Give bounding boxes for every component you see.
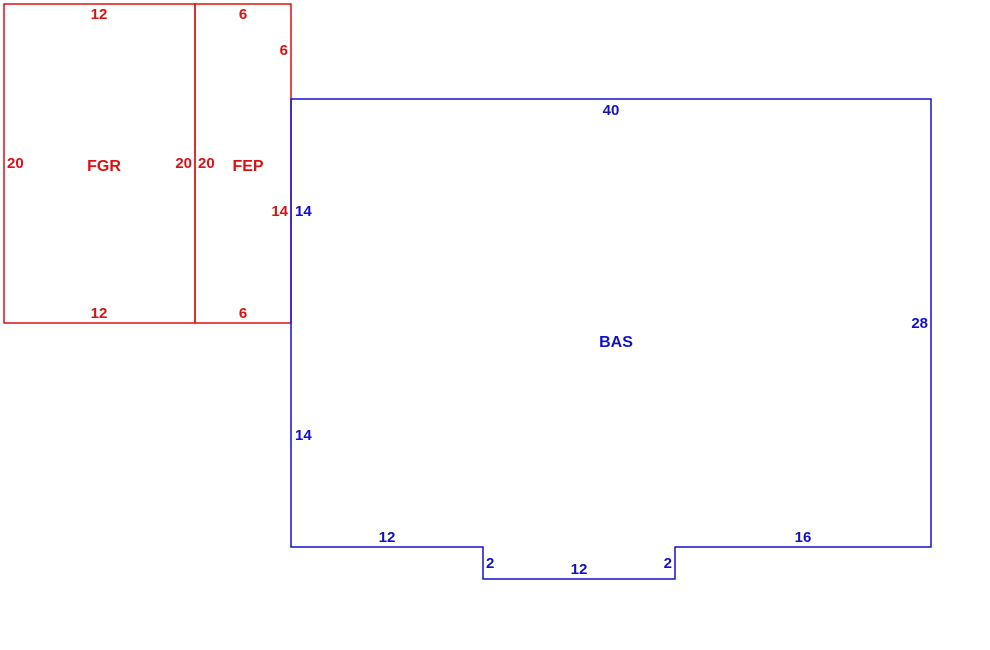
fgr-dim-right: 20: [175, 155, 192, 172]
area-fgr: FGR 12 12 20 20: [3, 3, 196, 324]
fep-dim-right-lower: 14: [271, 203, 288, 220]
bas-dim-top: 40: [603, 102, 620, 119]
fep-dim-bottom: 6: [239, 305, 247, 322]
bas-dim-left-lower: 14: [295, 427, 312, 444]
bas-label: BAS: [599, 334, 633, 351]
area-fep: FEP 6 6 20 14 6: [194, 3, 292, 324]
fep-dim-right-upper: 6: [280, 42, 288, 59]
fgr-label: FGR: [87, 158, 121, 175]
area-bas: BAS 40 14 14 28 12 2 12 2 16: [290, 98, 932, 580]
bas-outline: [290, 98, 932, 580]
bas-dim-right: 28: [911, 315, 928, 332]
fgr-dim-top: 12: [91, 6, 108, 23]
bas-dim-bottom-left: 12: [379, 529, 396, 546]
fep-label: FEP: [232, 158, 263, 175]
fep-dim-left: 20: [198, 155, 215, 172]
bas-dim-notch-left: 2: [486, 555, 494, 572]
fgr-dim-left: 20: [7, 155, 24, 172]
bas-dim-left-upper: 14: [295, 203, 312, 220]
fep-dim-top: 6: [239, 6, 247, 23]
bas-dim-bottom-right: 16: [795, 529, 812, 546]
fgr-dim-bottom: 12: [91, 305, 108, 322]
bas-dim-notch-bottom: 12: [571, 561, 588, 578]
bas-dim-notch-right: 2: [664, 555, 672, 572]
